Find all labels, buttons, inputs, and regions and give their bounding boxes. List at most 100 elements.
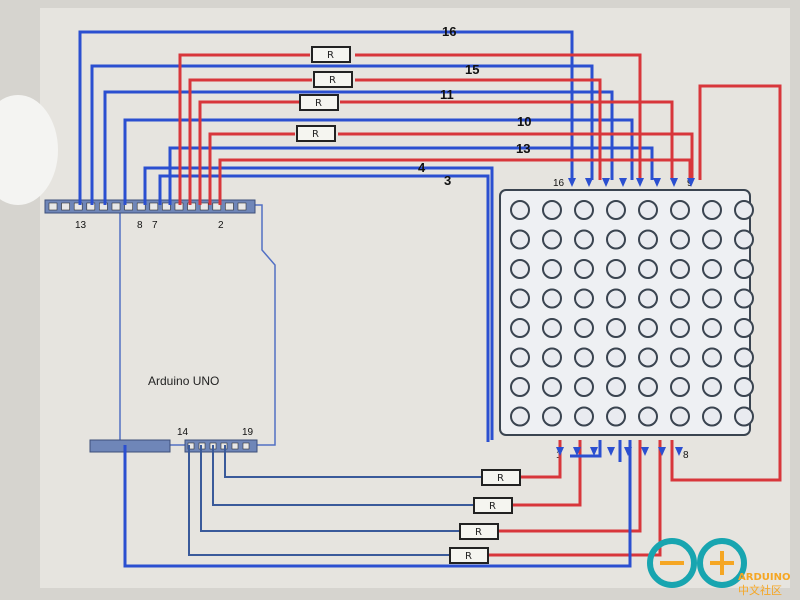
wire-label-16: 16 — [442, 24, 456, 39]
led-1-6 — [702, 229, 722, 250]
resistor-1-label: R — [327, 50, 334, 61]
matrix-pin-marks — [556, 178, 695, 456]
matrix-bottom-pin-arrow — [607, 447, 615, 456]
wire-red-2b — [355, 78, 602, 180]
wire-bottom-3b — [498, 440, 642, 533]
top-pin-label-7: 7 — [152, 220, 158, 231]
resistor-6-label: R — [489, 501, 496, 512]
led-1-4 — [638, 229, 658, 250]
led-5-7 — [734, 347, 754, 368]
led-1-7 — [734, 229, 754, 250]
matrix-top-pin-arrow — [636, 178, 644, 187]
top-header-pin — [61, 202, 70, 211]
logo-minus-icon — [660, 561, 684, 565]
wire-bottom-3a — [200, 445, 460, 532]
resistor-3 — [299, 94, 339, 111]
led-1-1 — [542, 229, 562, 250]
top-header-pin — [136, 202, 146, 211]
matrix-bottom-pin-arrow — [556, 447, 564, 456]
top-header-pin — [73, 202, 83, 211]
wire-label-13: 13 — [516, 141, 530, 156]
top-header-pin — [48, 202, 58, 211]
led-0-7 — [734, 200, 754, 220]
led-3-7 — [734, 288, 754, 309]
wire-top-1 — [78, 30, 574, 205]
wire-label-11: 11 — [440, 87, 454, 102]
led-6-5 — [670, 377, 690, 397]
matrix-bottom-pin-arrow — [641, 447, 649, 456]
top-header-pin — [237, 202, 247, 211]
resistor-7 — [459, 523, 499, 540]
wire-red-1a — [178, 53, 310, 205]
matrix-bottom-pin-arrow — [573, 447, 581, 456]
wire-top-3 — [103, 90, 614, 205]
wire-top-6 — [158, 174, 490, 442]
resistor-3-label: R — [315, 98, 322, 109]
wire-top-4 — [123, 118, 634, 205]
wire-bottom-5 — [123, 440, 632, 568]
wire-bottom-4b — [488, 440, 662, 557]
matrix-top-pin-arrow — [602, 178, 610, 187]
wire-red-6 — [670, 84, 782, 482]
led-matrix-body — [499, 189, 751, 436]
matrix-top-pin-arrow — [670, 178, 678, 187]
logo-brand: ARDUINO — [738, 572, 790, 583]
top-pin-label-2: 2 — [218, 220, 224, 231]
led-3-1 — [542, 288, 562, 309]
led-0-5 — [670, 200, 690, 220]
led-2-6 — [702, 259, 722, 279]
led-5-0 — [510, 347, 530, 368]
led-0-6 — [702, 200, 722, 220]
led-2-0 — [510, 259, 530, 279]
matrix-bottom-pin-arrow — [590, 447, 598, 456]
led-7-7 — [734, 406, 754, 427]
wire-label-10: 10 — [517, 114, 531, 129]
led-3-4 — [638, 288, 658, 309]
led-1-3 — [606, 229, 626, 250]
matrix-top-pin-arrow — [653, 178, 661, 187]
logo-plus-v-icon — [720, 551, 724, 575]
led-0-2 — [574, 200, 594, 220]
bottom-header-pin — [231, 442, 239, 450]
led-4-0 — [510, 318, 530, 338]
led-2-7 — [734, 259, 754, 279]
matrix-top-pin-arrow — [619, 178, 627, 187]
wire-red-1b — [355, 53, 642, 180]
led-6-7 — [734, 377, 754, 397]
led-grid — [510, 200, 754, 427]
led-3-5 — [670, 288, 690, 309]
led-2-1 — [542, 259, 562, 279]
top-header-pin — [212, 202, 222, 211]
led-7-6 — [702, 406, 722, 427]
led-4-4 — [638, 318, 658, 338]
led-0-1 — [542, 200, 562, 220]
wire-red-4a — [208, 132, 295, 205]
led-4-1 — [542, 318, 562, 338]
resistor-6 — [473, 497, 513, 514]
resistor-5-label: R — [497, 473, 504, 484]
top-header-pin — [99, 202, 108, 211]
led-0-3 — [606, 200, 626, 220]
led-4-7 — [734, 318, 754, 338]
wire-bottom-2b — [512, 440, 582, 507]
top-header-pin — [199, 202, 209, 211]
resistor-5 — [481, 469, 521, 486]
led-7-2 — [574, 406, 594, 427]
led-4-2 — [574, 318, 594, 338]
top-header-pin — [111, 202, 121, 211]
wire-red-3a — [198, 100, 300, 205]
matrix-top-pin-arrow — [568, 178, 576, 187]
logo-sub: 中文社区 — [738, 583, 782, 597]
resistor-4 — [296, 125, 336, 142]
top-pin-label-13: 13 — [75, 220, 87, 231]
led-3-0 — [510, 288, 530, 309]
led-5-2 — [574, 347, 594, 368]
wire-bottom-2a — [212, 445, 474, 506]
light-glare — [0, 95, 58, 205]
led-6-6 — [702, 377, 722, 397]
resistor-2 — [313, 71, 353, 88]
led-7-4 — [638, 406, 658, 427]
led-2-2 — [574, 259, 594, 279]
